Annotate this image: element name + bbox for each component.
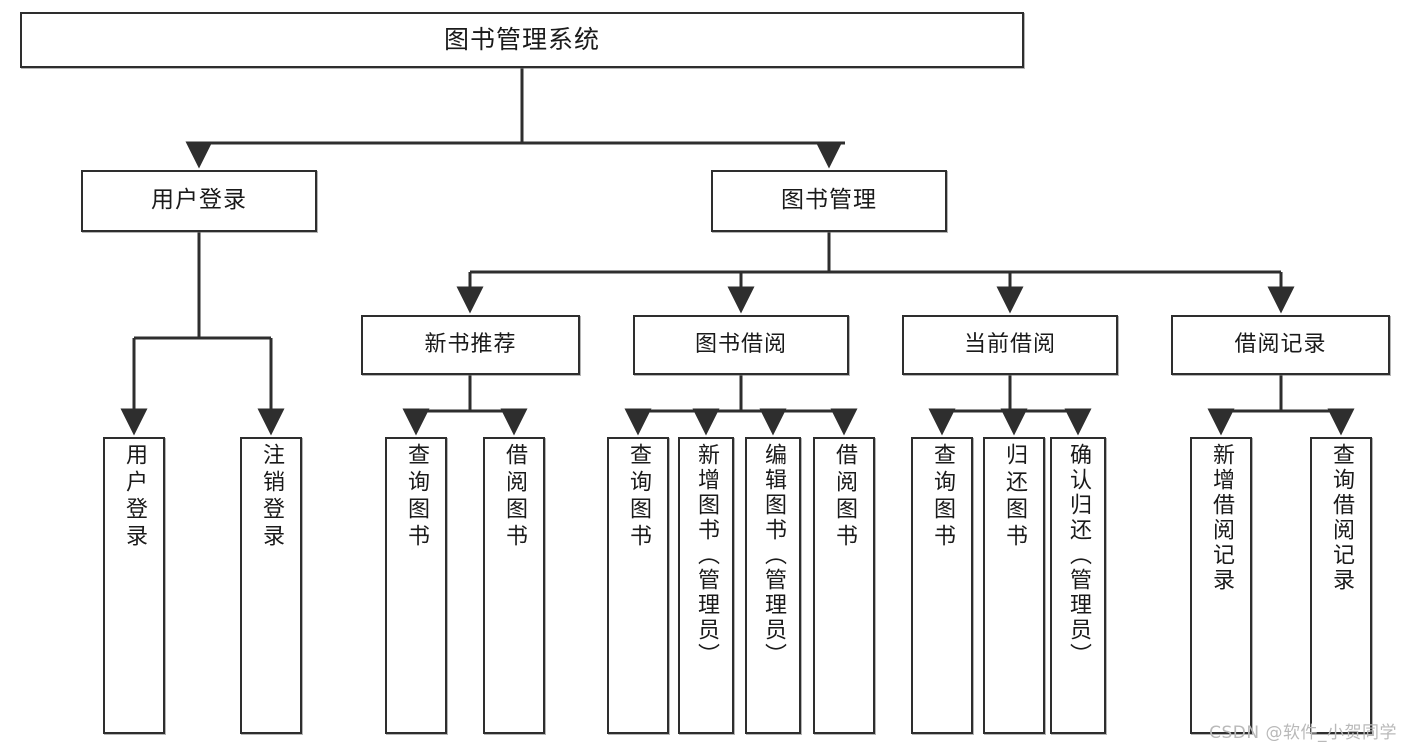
node-label: 当前借阅 bbox=[963, 332, 1056, 358]
node-leaf-borrow-book-recommend[interactable]: 借阅图书 bbox=[483, 437, 545, 734]
node-leaf-user-login[interactable]: 用户登录 bbox=[103, 437, 165, 734]
node-label: 查询借阅记录 bbox=[1329, 443, 1354, 593]
node-label: 查询图书 bbox=[930, 443, 955, 551]
node-borrow-records[interactable]: 借阅记录 bbox=[1171, 315, 1390, 375]
node-label: 用户登录 bbox=[122, 443, 147, 551]
node-label: 图书借阅 bbox=[694, 332, 787, 358]
node-new-book-recommend[interactable]: 新书推荐 bbox=[361, 315, 580, 375]
node-leaf-confirm-return-admin[interactable]: 确认归还（管理员） bbox=[1050, 437, 1106, 734]
node-label: 归还图书 bbox=[1002, 443, 1027, 551]
node-leaf-edit-book-admin[interactable]: 编辑图书（管理员） bbox=[745, 437, 801, 734]
node-root-system[interactable]: 图书管理系统 bbox=[20, 12, 1024, 68]
node-label: 借阅记录 bbox=[1234, 332, 1327, 358]
node-leaf-borrow-book[interactable]: 借阅图书 bbox=[813, 437, 875, 734]
node-leaf-query-borrow-record[interactable]: 查询借阅记录 bbox=[1310, 437, 1372, 734]
node-label: 注销登录 bbox=[259, 443, 284, 551]
node-label: 编辑图书（管理员） bbox=[761, 443, 786, 668]
node-user-login[interactable]: 用户登录 bbox=[81, 170, 317, 232]
node-label: 新增图书（管理员） bbox=[694, 443, 719, 668]
node-label: 新增借阅记录 bbox=[1209, 443, 1234, 593]
node-label: 确认归还（管理员） bbox=[1066, 443, 1091, 668]
watermark: CSDN @软件_小贺同学 bbox=[1209, 723, 1397, 743]
node-current-borrow[interactable]: 当前借阅 bbox=[902, 315, 1118, 375]
node-leaf-query-book-current[interactable]: 查询图书 bbox=[911, 437, 973, 734]
node-label: 借阅图书 bbox=[832, 443, 857, 551]
node-leaf-query-book-recommend[interactable]: 查询图书 bbox=[385, 437, 447, 734]
node-book-borrow[interactable]: 图书借阅 bbox=[633, 315, 849, 375]
node-label: 查询图书 bbox=[626, 443, 651, 551]
node-leaf-logout[interactable]: 注销登录 bbox=[240, 437, 302, 734]
node-label: 借阅图书 bbox=[502, 443, 527, 551]
node-book-management[interactable]: 图书管理 bbox=[711, 170, 947, 232]
node-label: 图书管理系统 bbox=[443, 25, 600, 55]
node-label: 图书管理 bbox=[781, 187, 877, 214]
node-leaf-add-book-admin[interactable]: 新增图书（管理员） bbox=[678, 437, 734, 734]
node-leaf-return-book[interactable]: 归还图书 bbox=[983, 437, 1045, 734]
node-label: 查询图书 bbox=[404, 443, 429, 551]
node-label: 新书推荐 bbox=[424, 332, 517, 358]
node-leaf-add-borrow-record[interactable]: 新增借阅记录 bbox=[1190, 437, 1252, 734]
node-leaf-query-book-borrow[interactable]: 查询图书 bbox=[607, 437, 669, 734]
node-label: 用户登录 bbox=[151, 187, 247, 214]
